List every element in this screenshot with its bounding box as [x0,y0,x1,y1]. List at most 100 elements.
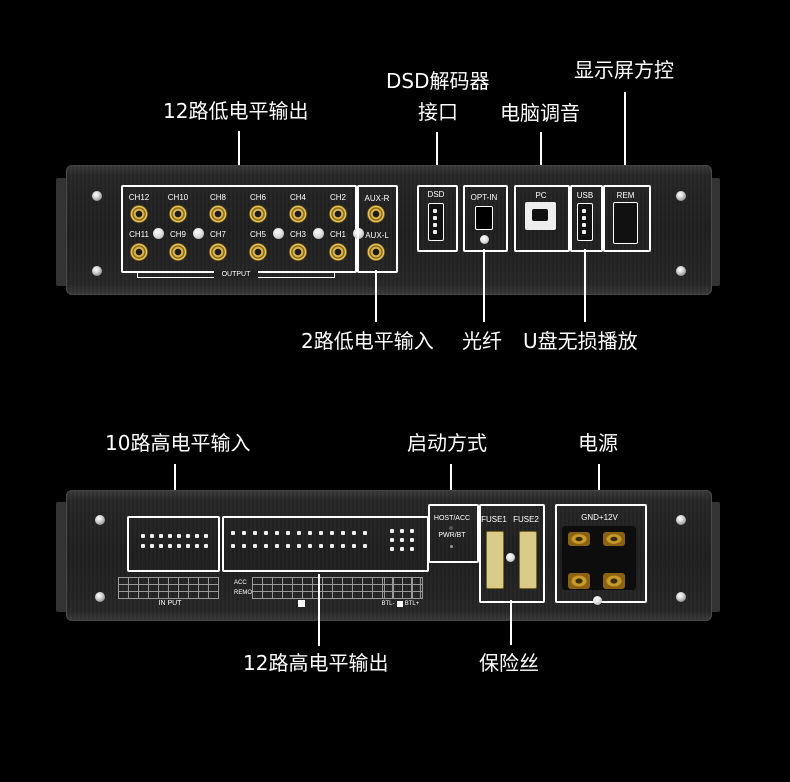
channel-label-ch2: CH2 [329,193,346,202]
connector-pin [582,230,586,234]
connector-pin [341,544,345,548]
connector-pin [231,544,235,548]
startup-mode-group [428,504,479,563]
leader-line [540,132,542,184]
rca-jack-ch3[interactable] [289,243,307,261]
input-label: IN PUT [158,600,182,607]
connector-pin [400,529,404,533]
connector-pin [242,544,246,548]
connector-pin [352,531,356,535]
rem-port[interactable] [613,202,638,244]
leader-line [598,464,600,505]
connector-pin [400,547,404,551]
aux-l-jack[interactable] [367,243,385,261]
rca-jack-ch5[interactable] [249,243,267,261]
rca-jack-ch8[interactable] [209,205,227,223]
leader-line [584,249,586,322]
connector-pin [410,538,414,542]
gnd-terminal[interactable] [568,532,590,546]
screw [95,515,105,525]
callout-fuse: 保险丝 [479,651,539,675]
callout-pc-tuning: 电脑调音 [500,101,580,125]
rca-jack-ch12[interactable] [130,205,148,223]
rca-jack-ch4[interactable] [289,205,307,223]
connector-pin [186,544,190,548]
host-acc-label: HOST/ACC [433,515,471,522]
leader-line [436,132,438,184]
connector-pin [390,547,394,551]
screw [676,191,686,201]
screw [676,266,686,276]
callout-startup-mode: 启动方式 [407,431,487,455]
output-bracket [334,272,335,278]
terminal-label-cell [208,591,219,599]
connector-pin [433,209,437,213]
callout-power: 电源 [578,431,618,455]
channel-label-ch11: CH11 [129,230,149,239]
connector-pin [242,531,246,535]
positive-12v-terminal[interactable] [603,532,625,546]
btl-switch[interactable] [397,601,403,607]
fuse1-label: FUSE1 [481,515,507,524]
callout-high-level-output: 12路高电平输出 [243,651,389,675]
pwr-bt-label: PWR/BT [438,532,466,539]
rca-jack-ch10[interactable] [169,205,187,223]
fuse2[interactable] [519,531,537,589]
connector-pin [352,544,356,548]
connector-pin [177,544,181,548]
leader-line [450,464,452,505]
status-led [298,600,305,607]
aux-l-label: AUX-L [365,231,389,240]
connector-pin [433,216,437,220]
fuse2-label: FUSE2 [513,515,539,524]
remo-label: REMO [234,590,252,596]
startup-switch[interactable] [449,526,453,530]
gnd-terminal-lower[interactable] [568,573,590,589]
optical-port[interactable] [475,206,493,230]
leader-line [375,270,377,322]
connector-pin [150,544,154,548]
screw [676,592,686,602]
rca-jack-ch7[interactable] [209,243,227,261]
channel-label-ch4: CH4 [289,193,306,202]
screw [92,191,102,201]
channel-label-ch8: CH8 [209,193,226,202]
channel-label-ch12: CH12 [128,193,150,202]
leader-line [483,249,485,322]
channel-label-ch5: CH5 [249,230,266,239]
connector-pin [141,534,145,538]
connector-pin [264,531,268,535]
positive-12v-terminal-lower[interactable] [603,573,625,589]
rca-jack-ch6[interactable] [249,205,267,223]
rem-label: REM [616,191,635,200]
rca-jack-ch9[interactable] [169,243,187,261]
rca-jack-ch1[interactable] [329,243,347,261]
connector-pin [582,216,586,220]
connector-pin [319,544,323,548]
btl-plus-label: BTL+ [404,601,420,607]
connector-pin [582,223,586,227]
channel-label-ch3: CH3 [289,230,306,239]
aux-r-jack[interactable] [367,205,385,223]
connector-pin [582,209,586,213]
connector-pin [177,534,181,538]
fuse1[interactable] [486,531,504,589]
connector-pin [186,534,190,538]
btl-minus-label: BTL- [381,601,395,607]
connector-pin [168,544,172,548]
pc-port-socket [532,209,548,221]
connector-pin [433,223,437,227]
usb-port[interactable] [577,203,593,241]
aux-input-group [357,185,398,273]
connector-pin [400,538,404,542]
connector-pin [363,531,367,535]
indicator-led [313,228,324,239]
dsd-port-group [417,185,458,252]
power-indicator [593,596,602,605]
connector-pin [275,531,279,535]
dsd-port[interactable] [428,203,444,241]
optical-indicator [480,235,489,244]
connector-pin [319,531,323,535]
rca-jack-ch2[interactable] [329,205,347,223]
rca-jack-ch11[interactable] [130,243,148,261]
